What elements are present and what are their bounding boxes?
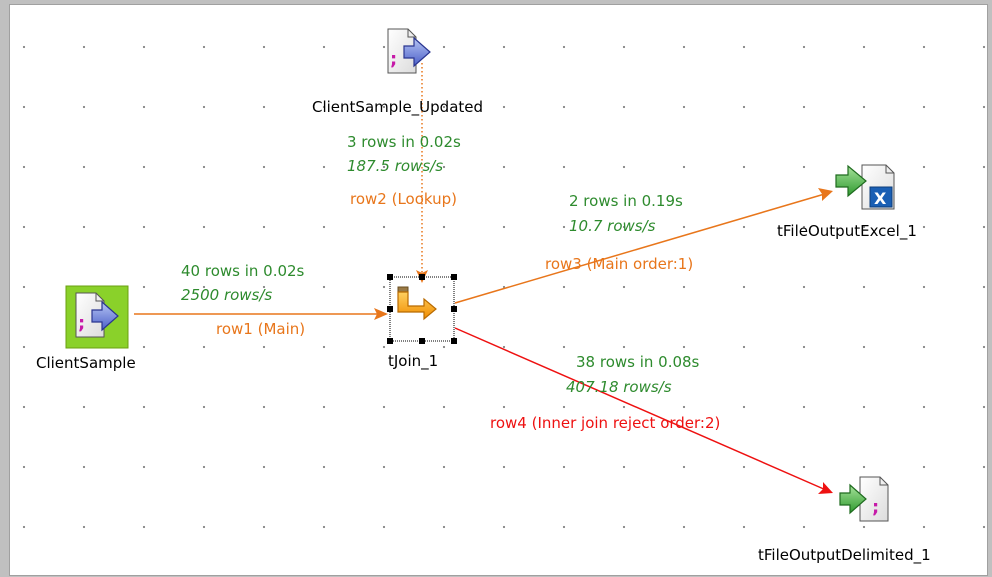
row3-label[interactable]: row3 (Main order:1)	[545, 255, 693, 273]
component-tjoin[interactable]: tJoin_1	[387, 274, 457, 371]
svg-text:;: ;	[390, 49, 397, 70]
excel-output-icon: X	[835, 164, 895, 210]
component-delimited-output[interactable]: ; tFileOutputDelimited_1	[758, 476, 931, 565]
component-client-sample[interactable]: ; ClientSample	[36, 285, 136, 372]
row3-rate: 10.7 rows/s	[569, 217, 656, 235]
link-row4[interactable]	[454, 327, 833, 494]
delimited-output-name: tFileOutputDelimited_1	[758, 546, 931, 565]
row2-rate: 187.5 rows/s	[347, 157, 443, 175]
file-input-delimited-icon: ;	[75, 292, 119, 338]
file-input-delimited-icon: ;	[387, 28, 431, 74]
job-design-canvas[interactable]: 40 rows in 0.02s 2500 rows/s row1 (Main)…	[9, 4, 988, 576]
client-sample-updated-name: ClientSample_Updated	[312, 98, 483, 117]
file-output-delimited-icon: ;	[839, 476, 889, 522]
excel-output-name: tFileOutputExcel_1	[777, 222, 917, 241]
svg-text:;: ;	[872, 497, 879, 518]
row1-label[interactable]: row1 (Main)	[216, 320, 305, 338]
row3-stats: 2 rows in 0.19s	[569, 192, 683, 210]
row4-stats: 38 rows in 0.08s	[576, 353, 700, 371]
row1-stats: 40 rows in 0.02s	[181, 262, 305, 280]
job-diagram: 40 rows in 0.02s 2500 rows/s row1 (Main)…	[36, 28, 931, 565]
component-excel-output[interactable]: X tFileOutputExcel_1	[777, 164, 917, 241]
row1-rate: 2500 rows/s	[181, 286, 272, 304]
row4-rate: 407.18 rows/s	[566, 378, 672, 396]
join-icon	[397, 286, 437, 321]
row2-stats: 3 rows in 0.02s	[347, 133, 461, 151]
link-row1[interactable]	[134, 308, 388, 320]
tjoin-name: tJoin_1	[388, 352, 438, 371]
component-client-sample-updated[interactable]: ; ClientSample_Updated	[312, 28, 483, 117]
selection-handles[interactable]	[387, 274, 457, 344]
row2-label[interactable]: row2 (Lookup)	[350, 190, 457, 208]
link-row3[interactable]	[454, 188, 833, 304]
client-sample-name: ClientSample	[36, 354, 136, 372]
svg-text:X: X	[874, 189, 887, 208]
svg-text:;: ;	[78, 313, 85, 334]
row4-label[interactable]: row4 (Inner join reject order:2)	[490, 414, 720, 432]
